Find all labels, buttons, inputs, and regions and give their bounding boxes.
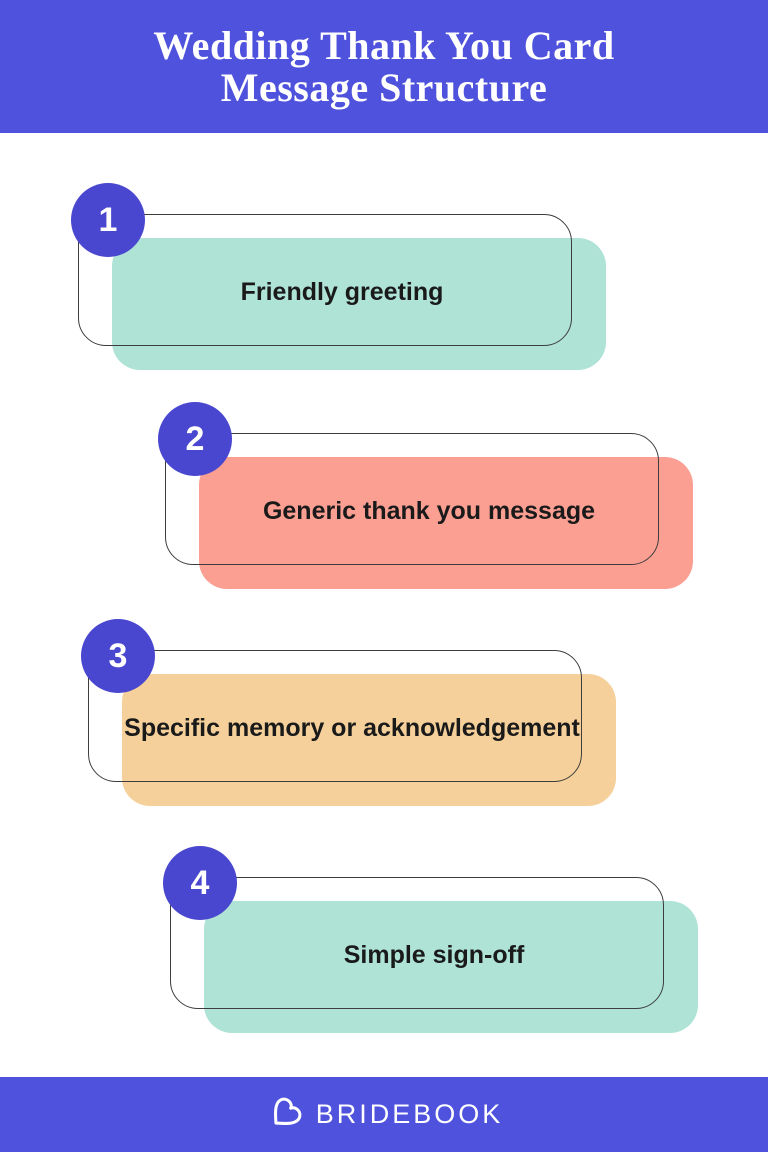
step-card-2: Generic thank you message 2 <box>158 402 693 589</box>
step-card-4-label: Simple sign-off <box>343 940 525 969</box>
step-2-number-badge: 2 <box>158 402 232 476</box>
step-card-1-outline <box>78 214 572 346</box>
step-card-3: Specific memory or acknowledgement 3 <box>81 619 616 806</box>
step-1-number-badge: 1 <box>71 183 145 257</box>
step-card-1-fill <box>112 238 606 370</box>
step-card-1-label: Friendly greeting <box>240 277 444 306</box>
step-card-4-outline <box>170 877 664 1009</box>
step-card-2-outline <box>165 433 659 565</box>
page-title-line2: Message Structure <box>220 65 548 110</box>
step-card-3-fill <box>122 674 616 806</box>
header-banner: Wedding Thank You Card Message Structure <box>0 0 768 133</box>
step-card-1: Friendly greeting 1 <box>71 183 606 370</box>
page-title-line1: Wedding Thank You Card <box>153 23 615 68</box>
step-3-number-badge: 3 <box>81 619 155 693</box>
step-card-2-fill <box>199 457 693 589</box>
step-card-3-outline <box>88 650 582 782</box>
footer-banner: BRIDEBOOK <box>0 1077 768 1152</box>
page-title: Wedding Thank You Card Message Structure <box>0 25 768 109</box>
brand-name: BRIDEBOOK <box>315 1099 504 1129</box>
step-card-2-label: Generic thank you message <box>262 496 596 525</box>
step-card-3-label: Specific memory or acknowledgement <box>124 713 580 742</box>
step-card-4: Simple sign-off 4 <box>163 846 698 1033</box>
heart-logo-icon <box>273 1097 302 1125</box>
step-card-4-fill <box>204 901 698 1033</box>
step-4-number-badge: 4 <box>163 846 237 920</box>
